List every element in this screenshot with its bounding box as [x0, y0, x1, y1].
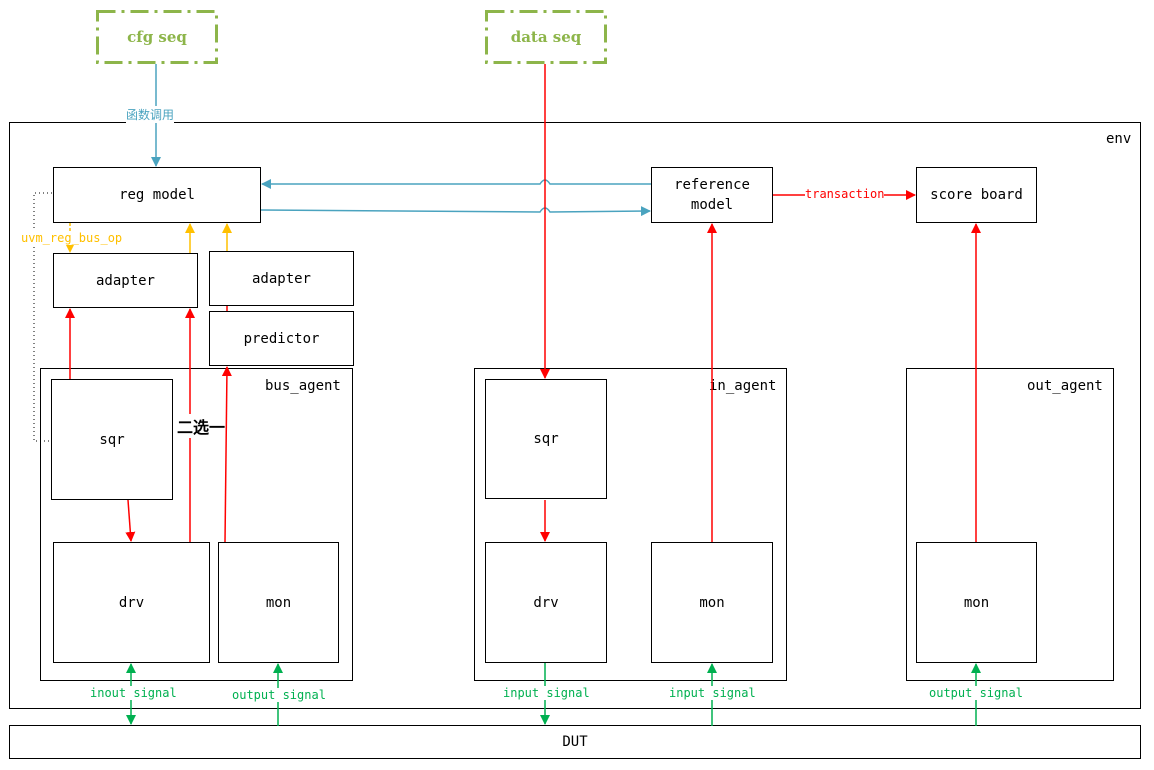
bus-agent-drv-label: drv	[118, 594, 145, 611]
input-signal-drv-label: input signal	[503, 686, 590, 700]
bus-agent-label: bus_agent	[265, 378, 341, 394]
env-container	[9, 122, 1141, 709]
bus-agent-sqr[interactable]: sqr	[51, 379, 173, 500]
input-signal-mon-label: input signal	[669, 686, 756, 700]
choose-one-label: 二选一	[177, 414, 226, 438]
in-agent-sqr[interactable]: sqr	[485, 379, 607, 499]
in-agent-label: in_agent	[709, 378, 777, 394]
bus-agent-drv[interactable]: drv	[53, 542, 210, 663]
inout-signal-label: inout signal	[90, 686, 177, 700]
output-signal-out-label: output signal	[929, 686, 1023, 700]
uvm-reg-bus-op-label: uvm_reg_bus_op	[21, 231, 123, 245]
env-label: env	[1106, 131, 1132, 147]
bus-agent-container	[40, 368, 353, 681]
bus-agent-mon[interactable]: mon	[218, 542, 339, 663]
dut-label: DUT	[562, 734, 588, 750]
reg-model-to-reference-model	[260, 206, 651, 217]
cfg-seq-border	[96, 10, 218, 64]
dut[interactable]: DUT	[9, 725, 1141, 759]
reference-model-to-reg-model	[261, 179, 651, 189]
cfg-seq-label: cfg seq	[127, 28, 187, 46]
data-seq-border	[485, 10, 607, 64]
predictor[interactable]: predictor	[209, 311, 354, 366]
predictor-label: predictor	[243, 330, 320, 347]
adapter-left-label: adapter	[95, 272, 155, 289]
in-agent-drv-label: drv	[533, 594, 559, 611]
out-agent-mon-label: mon	[963, 594, 990, 611]
function-call-label: 函数调用	[126, 106, 175, 123]
reg-model[interactable]: reg model	[53, 167, 261, 223]
in-agent-sqr-label: sqr	[533, 431, 559, 447]
bus-agent-mon-label: mon	[265, 594, 292, 611]
reference-model-label: reference model	[674, 177, 750, 213]
data-seq[interactable]: data seq	[485, 10, 607, 64]
bus-agent-sqr-label: sqr	[99, 431, 125, 448]
out-agent-container	[906, 368, 1114, 681]
adapter-right-label: adapter	[251, 270, 311, 287]
reference-model[interactable]: reference model	[651, 167, 773, 223]
out-agent-mon[interactable]: mon	[916, 542, 1037, 663]
choose-one-bracket	[33, 192, 52, 442]
adapter-right[interactable]: adapter	[209, 251, 354, 306]
transaction-label: transaction	[805, 187, 885, 201]
in-agent-container	[474, 368, 787, 681]
score-board-label: score board	[930, 187, 1023, 203]
in-agent-drv[interactable]: drv	[485, 542, 607, 663]
bus-sqr-to-bus-drv	[125, 499, 136, 542]
cfg-seq[interactable]: cfg seq	[96, 10, 218, 64]
score-board[interactable]: score board	[916, 167, 1037, 223]
in-agent-mon-label: mon	[699, 594, 725, 611]
output-signal-bus-label: output signal	[232, 688, 326, 702]
adapter-left[interactable]: adapter	[53, 253, 198, 308]
in-agent-mon[interactable]: mon	[651, 542, 773, 663]
bus-mon-to-predictor	[221, 366, 232, 543]
data-seq-label: data seq	[510, 28, 582, 46]
reg-model-label: reg model	[119, 187, 195, 203]
out-agent-label: out_agent	[1027, 378, 1103, 394]
